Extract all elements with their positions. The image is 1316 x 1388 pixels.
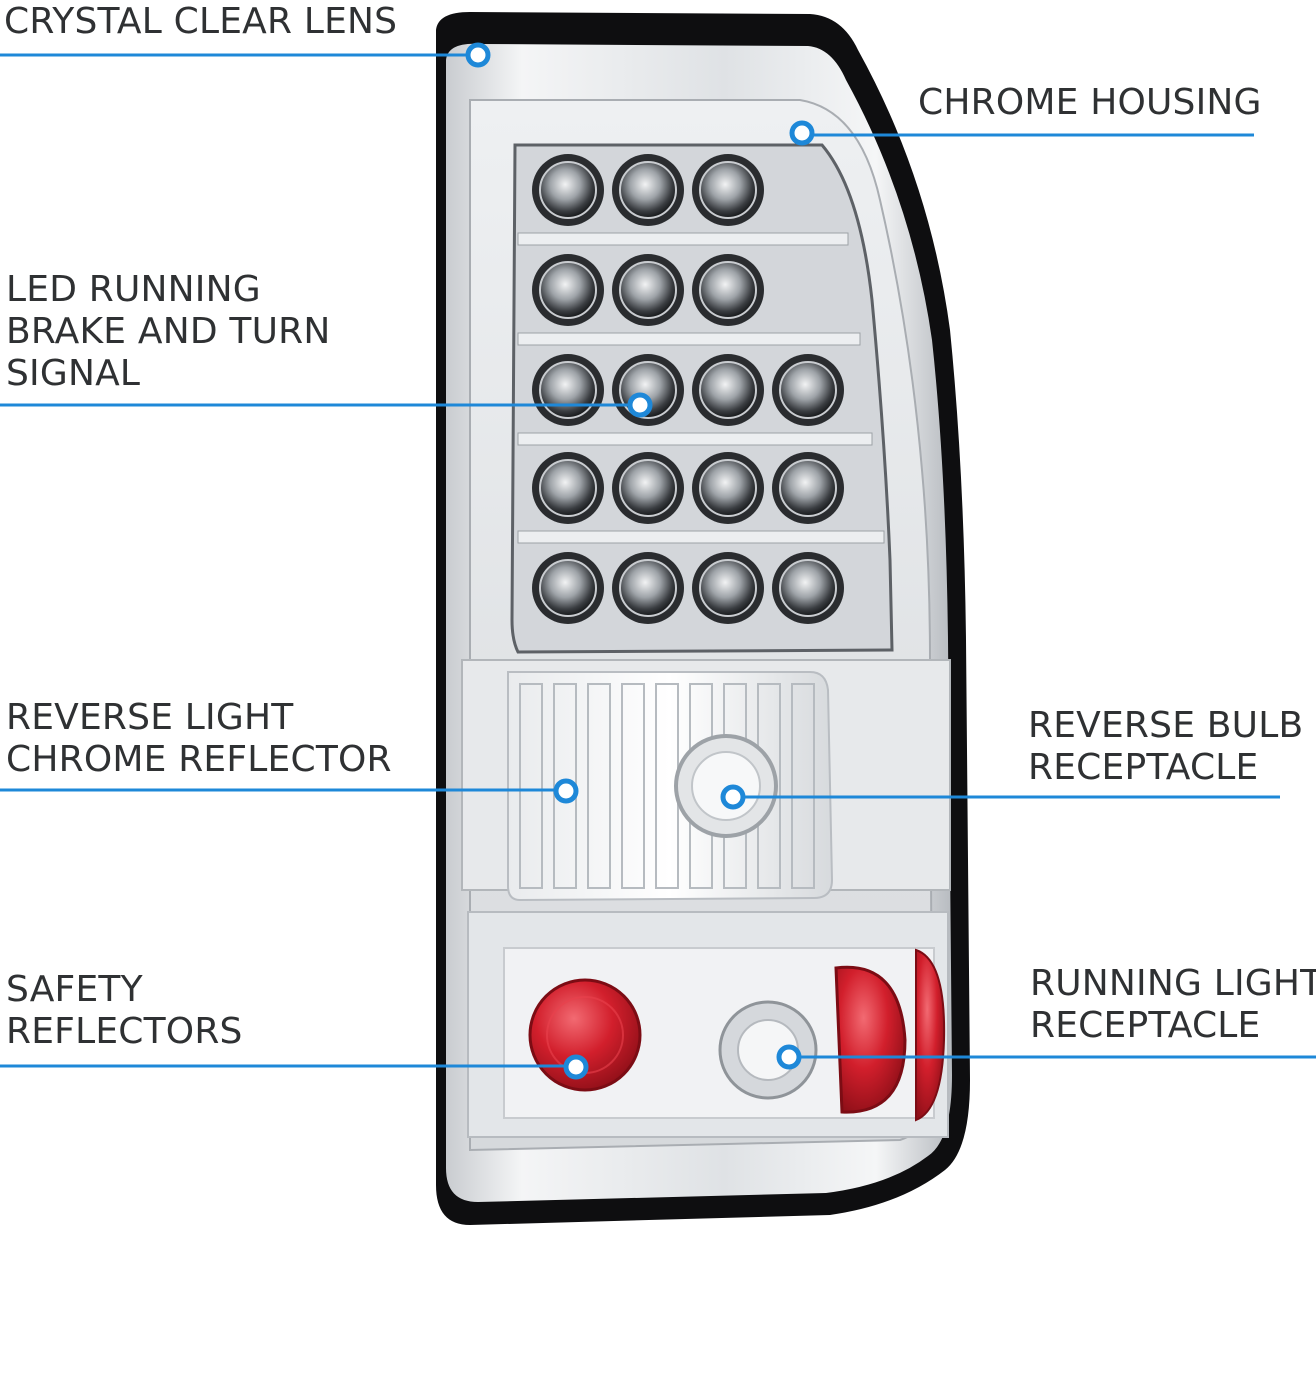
led-bulb — [699, 459, 757, 517]
label-safety-reflectors: SAFETY REFLECTORS — [6, 969, 243, 1052]
led-row-divider — [517, 432, 873, 446]
callout-dot-reverse-reflector — [553, 778, 579, 804]
label-reverse-bulb: REVERSE BULB RECEPTACLE — [1028, 705, 1304, 788]
led-bulb — [539, 559, 597, 617]
callout-dot-reverse-bulb — [720, 784, 746, 810]
led-row-divider — [517, 530, 885, 544]
led-bulb — [619, 261, 677, 319]
led-row-divider — [517, 232, 849, 246]
label-running-light: RUNNING LIGHT RECEPTACLE — [1030, 963, 1316, 1046]
led-row-divider — [517, 332, 861, 346]
safety-reflector-right — [834, 965, 907, 1114]
led-bulb — [699, 161, 757, 219]
led-bulb — [779, 459, 837, 517]
reflector-rib — [621, 683, 645, 889]
led-bulb — [699, 261, 757, 319]
led-bulb — [619, 459, 677, 517]
led-bulb — [539, 459, 597, 517]
reflector-rib — [587, 683, 611, 889]
reflector-rib — [791, 683, 815, 889]
led-bulb — [619, 559, 677, 617]
led-bulb — [779, 559, 837, 617]
callout-dot-led-signal — [627, 392, 653, 418]
callout-dot-safety-reflectors — [563, 1054, 589, 1080]
led-bulb — [539, 261, 597, 319]
callout-dot-crystal-clear-lens — [465, 42, 491, 68]
label-crystal-clear-lens: CRYSTAL CLEAR LENS — [4, 1, 398, 42]
reverse-reflector-ribs — [519, 683, 815, 889]
reflector-rib — [519, 683, 543, 889]
callout-dot-chrome-housing — [789, 120, 815, 146]
led-bulb — [539, 361, 597, 419]
led-bulb — [619, 161, 677, 219]
label-led-signal: LED RUNNING BRAKE AND TURN SIGNAL — [6, 269, 331, 394]
led-bulb — [699, 361, 757, 419]
led-cluster — [517, 154, 885, 624]
led-bulb — [779, 361, 837, 419]
label-chrome-housing: CHROME HOUSING — [918, 82, 1262, 123]
callout-dot-running-light — [776, 1044, 802, 1070]
label-reverse-reflector: REVERSE LIGHT CHROME REFLECTOR — [6, 697, 392, 780]
led-bulb — [539, 161, 597, 219]
led-bulb — [699, 559, 757, 617]
